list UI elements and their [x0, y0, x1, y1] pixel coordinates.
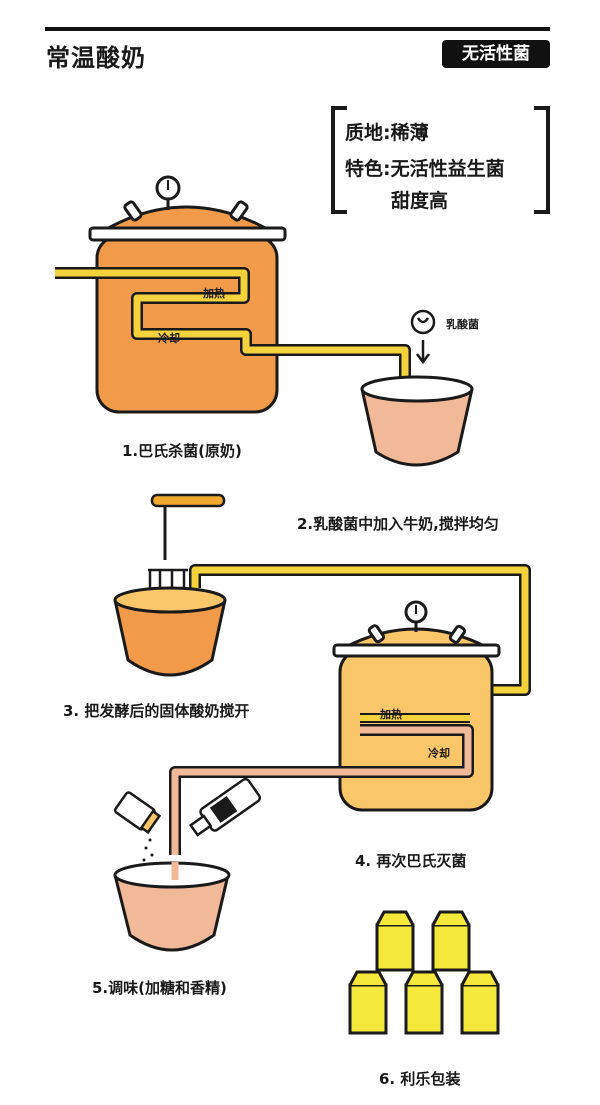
heat-label-1: 加热 [203, 287, 225, 300]
feature-label: 特色: [345, 158, 391, 180]
page-title: 常温酸奶 [46, 44, 146, 72]
pipe-4 [169, 713, 474, 855]
texture-value: 稀薄 [390, 122, 429, 144]
bacteria-badge: 无活性菌 [442, 40, 550, 68]
pipe-1 [55, 267, 411, 384]
sugar-shaker [113, 791, 162, 835]
feature-row: 特色:无活性益生菌 [345, 154, 505, 181]
info-bracket-left [331, 106, 347, 214]
carton [404, 970, 444, 1035]
bacteria-icon [410, 309, 436, 365]
step-6-label: 6. 利乐包装 [379, 1070, 461, 1088]
step-2-label: 2.乳酸菌中加入牛奶,搅拌均匀 [297, 515, 499, 533]
mixing-bowl-2 [360, 375, 474, 467]
carton [348, 970, 388, 1035]
bacteria-label: 乳酸菌 [446, 318, 479, 331]
feature-value-2: 甜度高 [391, 190, 449, 212]
whisk [148, 493, 226, 600]
sugar-particles [142, 838, 154, 862]
header-rule [45, 27, 550, 31]
info-bracket-right [534, 106, 550, 214]
pasteurizer-pot-1 [88, 175, 287, 414]
texture-row: 质地:稀薄 [345, 118, 429, 145]
carton [460, 970, 500, 1035]
heat-label-2: 加热 [380, 708, 402, 721]
cartons [348, 910, 500, 1035]
step-1-label: 1.巴氏杀菌(原奶) [122, 442, 242, 460]
pasteurizer-pot-2 [332, 600, 501, 812]
carton [431, 910, 471, 972]
stirring-bowl-3 [113, 586, 227, 677]
cool-label-1: 冷却 [158, 332, 180, 345]
texture-label: 质地: [345, 122, 391, 144]
step-5-label: 5.调味(加糖和香精) [92, 979, 227, 997]
cool-label-2: 冷却 [428, 747, 450, 760]
step-4-label: 4. 再次巴氏灭菌 [355, 852, 467, 870]
step-3-label: 3. 把发酵后的固体酸奶搅开 [63, 702, 250, 720]
flavor-bottle [188, 777, 262, 837]
carton [375, 910, 415, 972]
feature-value-1: 无活性益生菌 [390, 158, 505, 180]
flavor-bowl-5 [113, 861, 231, 952]
